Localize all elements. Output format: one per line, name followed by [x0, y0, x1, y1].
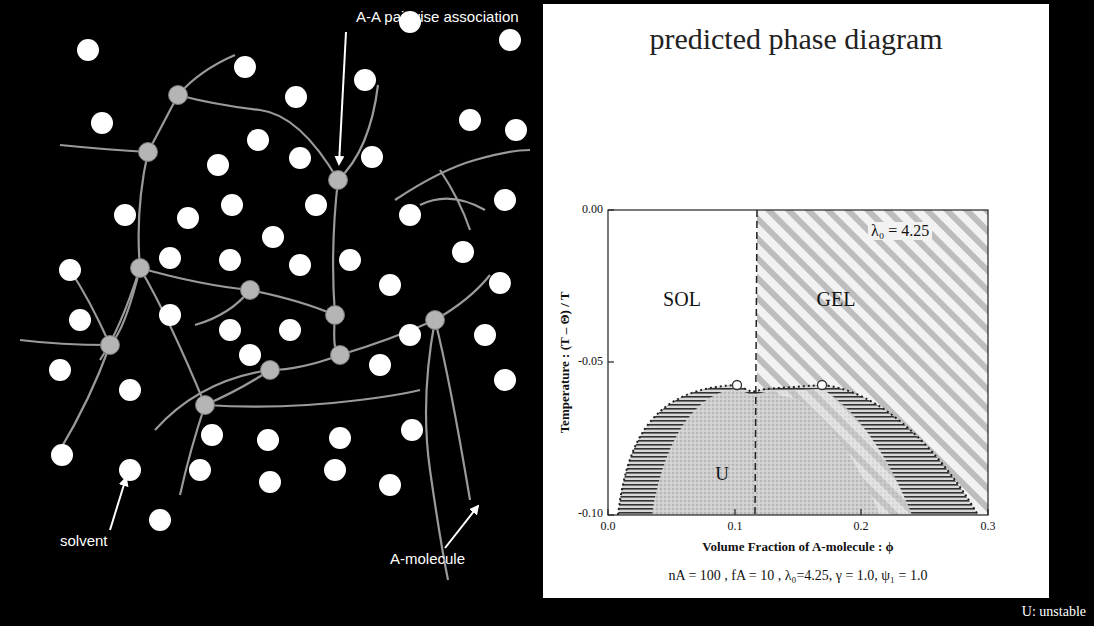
tick-label: 0.00: [582, 203, 603, 217]
tick-label: 0.0: [601, 520, 616, 534]
legend-note: U: unstable: [1022, 604, 1086, 620]
tick-label: 0.2: [854, 520, 869, 534]
callout-label: A-molecule: [390, 550, 465, 567]
callout-label: A-A pairwise association: [356, 8, 519, 25]
axis-label: Temperature : (T – Θ) / T: [559, 291, 574, 433]
tick-label: 0.3: [981, 520, 996, 534]
axes: [608, 210, 988, 515]
critical-points: [733, 381, 827, 390]
region-label: U: [715, 463, 729, 485]
tick-label: -0.10: [578, 507, 603, 521]
tick-label: -0.05: [578, 355, 603, 369]
phase-regions: [618, 210, 988, 515]
association-points: [101, 86, 445, 415]
chart-title: predicted phase diagram: [649, 22, 942, 56]
solvent-molecules: [49, 11, 527, 531]
region-label: GEL: [817, 288, 856, 311]
polymer-chain: [20, 55, 530, 580]
callout-label: solvent: [60, 532, 108, 549]
leader-arrows: [110, 32, 478, 548]
tick-label: 0.1: [728, 520, 743, 534]
axis-label: Volume Fraction of A-molecule : ϕ: [702, 540, 893, 555]
chart-panel: [543, 4, 1049, 598]
parameter-label: λ₀ = 4.25: [868, 222, 932, 240]
parameter-list: nA = 100 , fA = 10 , λ₀=4.25, γ = 1.0, ψ…: [669, 568, 928, 584]
region-label: SOL: [663, 288, 701, 311]
